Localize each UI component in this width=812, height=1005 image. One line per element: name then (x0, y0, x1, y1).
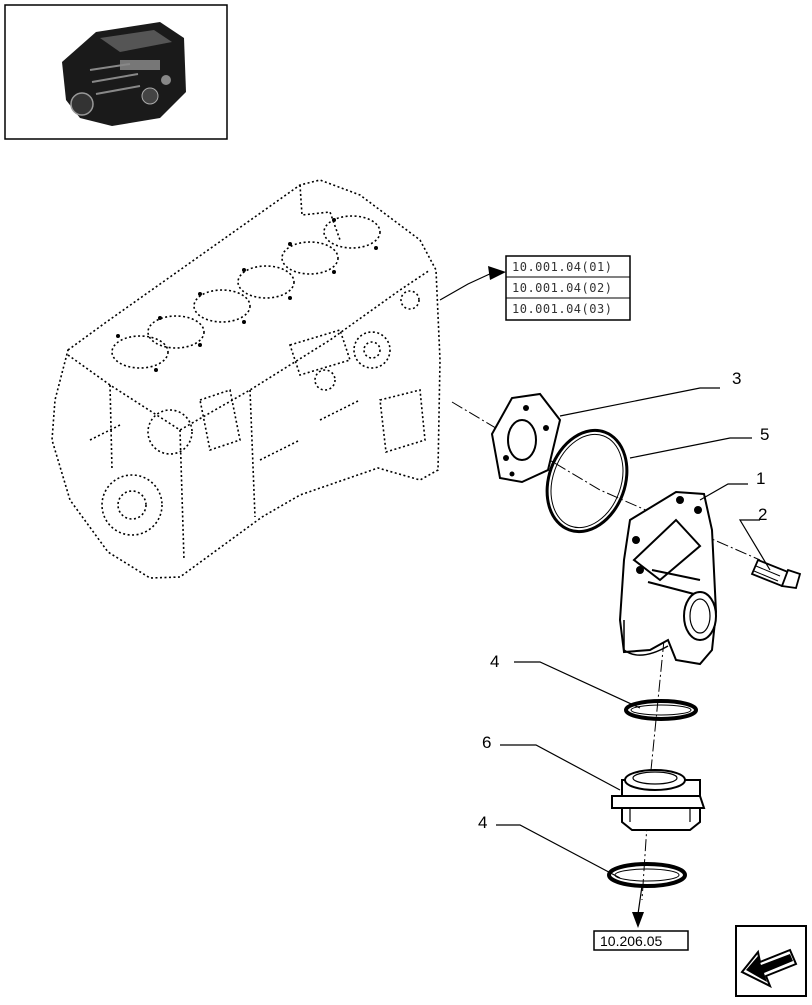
engine-thumbnail-icon (62, 22, 186, 126)
part-6-fitting (611, 769, 706, 831)
callout-3[interactable]: 3 (732, 369, 741, 388)
navigation-arrow-icon (740, 948, 798, 989)
callout-1-label: 1 (756, 469, 765, 488)
reference-label-bottom: 10.206.05 (600, 933, 662, 949)
reference-label-2: 10.001.04(03) (512, 302, 612, 316)
callout-2[interactable]: 2 (758, 505, 767, 524)
part-3-gasket (490, 392, 562, 484)
reference-link-2[interactable]: 10.001.04(03) (512, 302, 612, 316)
reference-label-0: 10.001.04(01) (512, 260, 612, 274)
callout-6-label: 6 (482, 733, 491, 752)
part-5-o-ring (545, 428, 629, 534)
part-4-seal-ring-upper (624, 699, 698, 721)
callout-1[interactable]: 1 (756, 469, 765, 488)
callout-5-label: 5 (760, 425, 769, 444)
reference-link-bottom[interactable]: 10.206.05 (593, 930, 689, 951)
engine-thumbnail[interactable] (4, 4, 228, 140)
callout-4-lower[interactable]: 4 (478, 813, 487, 832)
reference-label-1: 10.001.04(02) (512, 281, 612, 295)
reference-arrow-bottom (632, 885, 644, 928)
reference-link-1[interactable]: 10.001.04(02) (512, 281, 612, 295)
callout-4-upper-label: 4 (490, 652, 499, 671)
part-1-thermostat-housing (618, 490, 718, 666)
part-4-seal-ring-lower (607, 862, 687, 888)
part-2-screw (750, 558, 802, 590)
reference-list-top: 10.001.04(01) 10.001.04(02) 10.001.04(03… (505, 255, 631, 321)
reference-leader-top (439, 266, 506, 301)
callout-leaders (496, 387, 771, 879)
reference-link-0[interactable]: 10.001.04(01) (512, 260, 612, 274)
callout-5[interactable]: 5 (760, 425, 769, 444)
callout-3-label: 3 (732, 369, 741, 388)
engine-block-bolt-holes (116, 218, 378, 372)
callout-4-lower-label: 4 (478, 813, 487, 832)
callout-4-upper[interactable]: 4 (490, 652, 499, 671)
engine-block-drawing (51, 179, 441, 579)
navigation-button[interactable] (735, 925, 807, 997)
callout-2-label: 2 (758, 505, 767, 524)
callout-6[interactable]: 6 (482, 733, 491, 752)
